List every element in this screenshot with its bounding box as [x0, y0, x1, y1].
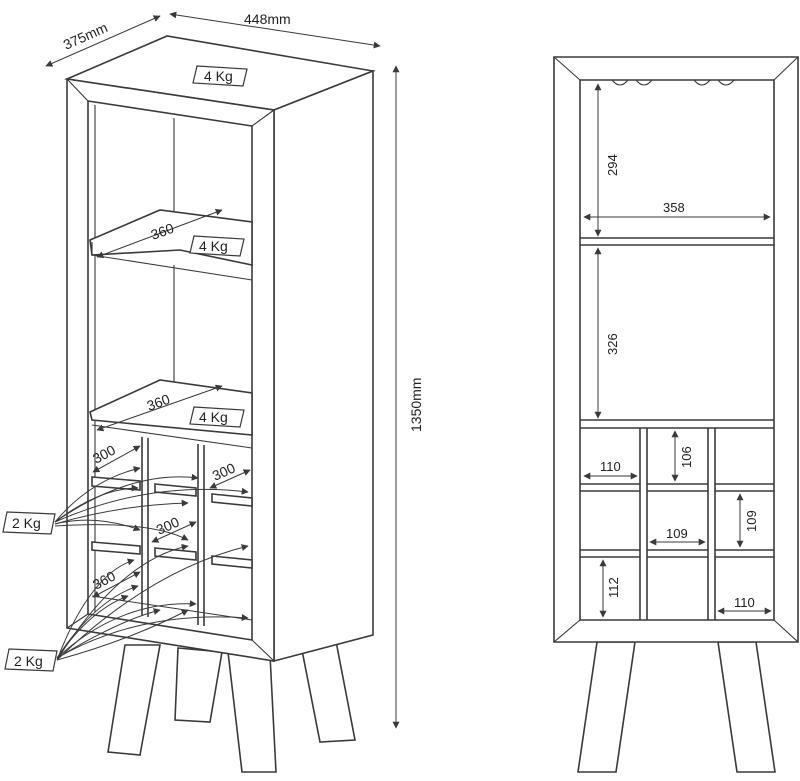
iso-cabinet-body [64, 35, 376, 663]
depth-label: 375mm [61, 19, 110, 53]
cubby-right-height-label: 109 [744, 510, 759, 532]
load-badge-shelf-middle: 4 Kg [189, 406, 245, 428]
cubby-center-width-label: 109 [666, 526, 688, 541]
front-view: 294 358 326 110 106 109 109 112 110 [553, 56, 799, 773]
load-badge-top: 4 Kg [192, 65, 248, 87]
middle-height-label: 326 [605, 333, 620, 355]
svg-text:2 Kg: 2 Kg [14, 653, 43, 669]
shelf-upper-depth-label: 360 [149, 220, 177, 243]
cubby-bottom-right-width-label: 110 [734, 595, 755, 610]
cubby-left-width-label: 110 [600, 459, 621, 474]
iso-legs [107, 635, 356, 773]
front-dimensions: 294 358 326 110 106 109 109 112 110 [583, 83, 772, 618]
svg-text:4 Kg: 4 Kg [199, 238, 228, 254]
width-label: 448mm [244, 11, 291, 27]
svg-text:4 Kg: 4 Kg [204, 68, 233, 84]
upper-height-label: 294 [605, 154, 620, 176]
shelf-middle-depth-label: 360 [145, 391, 173, 414]
svg-text:2 Kg: 2 Kg [12, 515, 41, 531]
front-legs [577, 641, 776, 773]
svg-text:4 Kg: 4 Kg [199, 409, 228, 425]
load-badge-cubby-group-1: 2 Kg [2, 466, 249, 541]
height-label: 1350mm [408, 378, 424, 432]
inner-width-label: 358 [663, 200, 685, 215]
cubby-bottom-height-label: 112 [606, 577, 621, 598]
isometric-view: 375mm 448mm 1350mm 360 360 300 300 300 3… [2, 11, 424, 773]
glass-hanger-icons [611, 79, 735, 86]
load-badge-cubby-group-2: 2 Kg [4, 543, 249, 672]
cubby-top-height-label: 106 [679, 446, 694, 468]
load-badge-shelf-upper: 4 Kg [189, 235, 245, 257]
